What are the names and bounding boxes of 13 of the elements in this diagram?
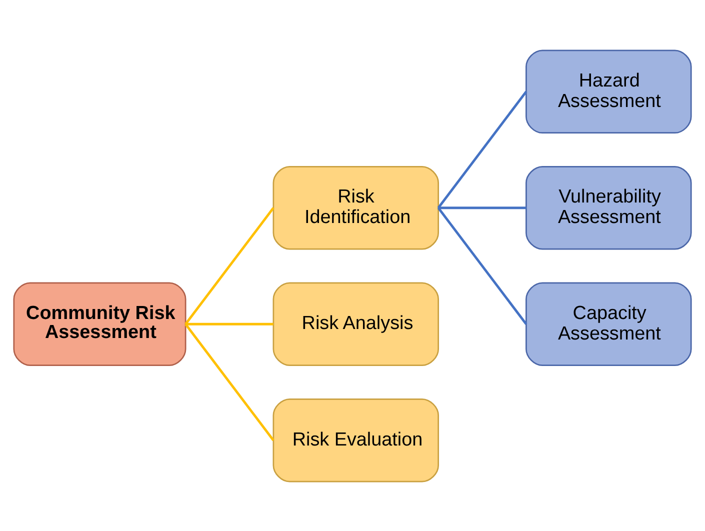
connector <box>186 322 274 325</box>
connector <box>437 90 528 208</box>
node-box: Vulnerability Assessment <box>526 165 692 250</box>
connector <box>184 206 274 324</box>
node-box: Risk Identification <box>272 165 439 250</box>
node-box: Community Risk Assessment <box>13 282 186 366</box>
node-box: Capacity Assessment <box>526 282 692 366</box>
node-box: Risk Evaluation <box>272 398 439 482</box>
node-box: Hazard Assessment <box>526 49 692 134</box>
connector <box>437 206 528 324</box>
connector <box>438 206 526 209</box>
node-box: Risk Analysis <box>272 282 439 366</box>
connector <box>184 322 274 441</box>
